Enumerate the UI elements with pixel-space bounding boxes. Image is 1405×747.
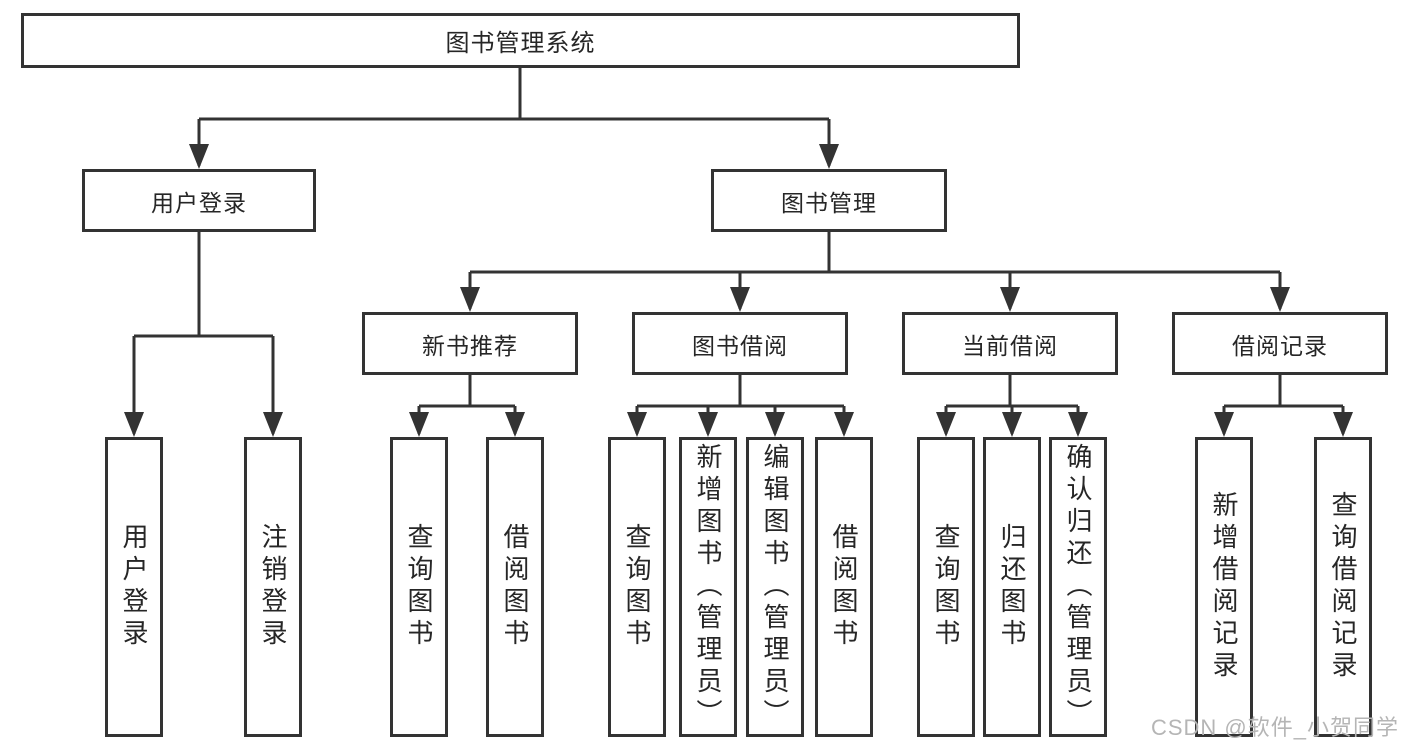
leaf-current-query-books: 查询图书 bbox=[917, 437, 975, 737]
leaf-recommend-borrow-books: 借阅图书 bbox=[486, 437, 544, 737]
node-book-management: 图书管理 bbox=[711, 169, 947, 232]
node-user-login: 用户登录 bbox=[82, 169, 316, 232]
leaf-confirm-return-admin: 确认归还（管理员） bbox=[1049, 437, 1107, 737]
leaf-user-login: 用户登录 bbox=[105, 437, 163, 737]
csdn-watermark: CSDN @软件_小贺同学 bbox=[1150, 715, 1399, 740]
leaf-add-book-admin: 新增图书（管理员） bbox=[679, 437, 737, 737]
node-borrow-records: 借阅记录 bbox=[1172, 312, 1388, 375]
leaf-borrow-query-books: 查询图书 bbox=[608, 437, 666, 737]
node-book-borrow: 图书借阅 bbox=[632, 312, 848, 375]
leaf-logout: 注销登录 bbox=[244, 437, 302, 737]
leaf-borrow-book: 借阅图书 bbox=[815, 437, 873, 737]
leaf-add-borrow-record: 新增借阅记录 bbox=[1195, 437, 1253, 737]
node-root-library-system: 图书管理系统 bbox=[21, 13, 1020, 68]
node-current-borrow: 当前借阅 bbox=[902, 312, 1118, 375]
leaf-edit-book-admin: 编辑图书（管理员） bbox=[746, 437, 804, 737]
leaf-query-borrow-record: 查询借阅记录 bbox=[1314, 437, 1372, 737]
leaf-return-book: 归还图书 bbox=[983, 437, 1041, 737]
node-new-book-recommend: 新书推荐 bbox=[362, 312, 578, 375]
leaf-recommend-query-books: 查询图书 bbox=[390, 437, 448, 737]
